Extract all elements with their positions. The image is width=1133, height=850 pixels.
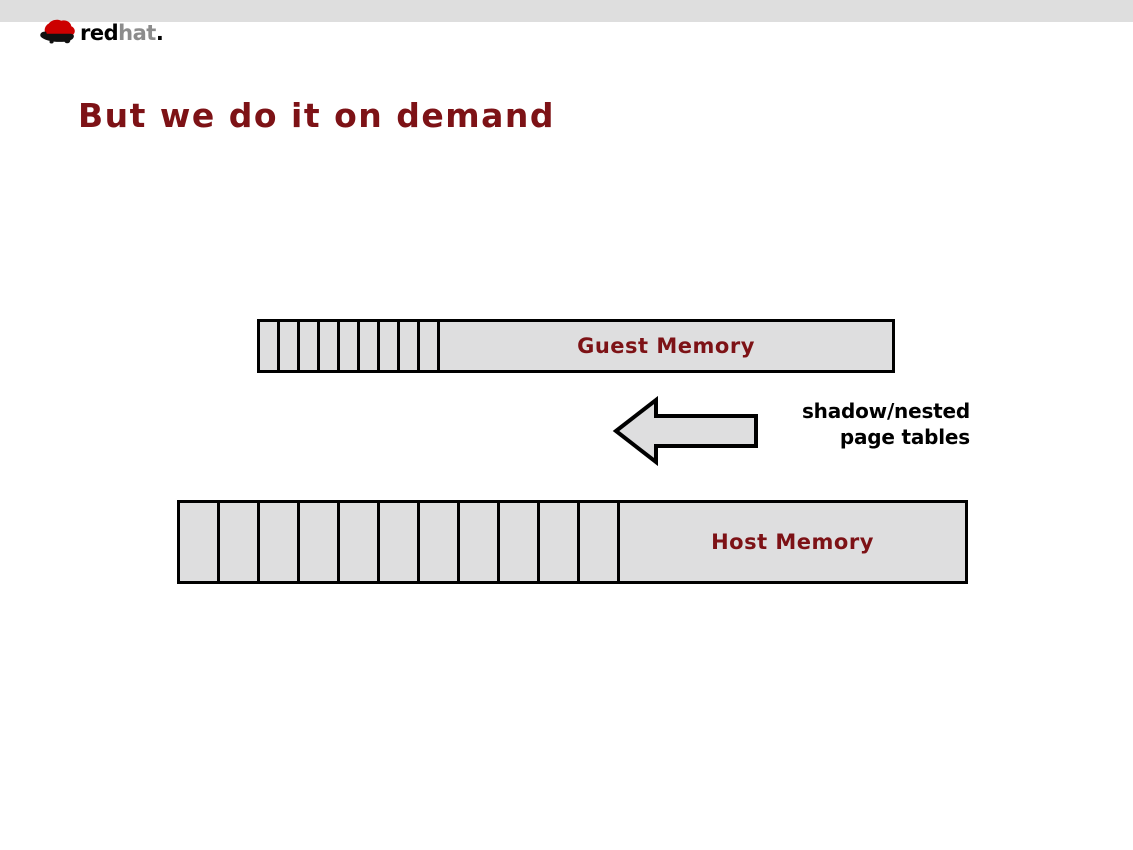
redhat-shadowman-icon <box>40 19 75 44</box>
memory-cell <box>320 322 340 370</box>
mapping-caption: shadow/nested page tables <box>700 399 970 450</box>
wordmark-hat: hat <box>118 20 156 45</box>
memory-cell <box>340 322 360 370</box>
memory-cell <box>540 503 580 581</box>
redhat-wordmark: redhat. <box>80 20 164 45</box>
redhat-logo: redhat. <box>36 14 164 48</box>
memory-cell <box>180 503 220 581</box>
memory-cell <box>260 322 280 370</box>
host-memory-cells <box>180 503 620 581</box>
memory-cell <box>360 322 380 370</box>
memory-cell <box>300 503 340 581</box>
guest-memory-cells <box>260 322 440 370</box>
wordmark-red: red <box>80 20 119 45</box>
memory-cell <box>300 322 320 370</box>
memory-cell <box>260 503 300 581</box>
mapping-caption-line-2: page tables <box>839 424 970 449</box>
memory-cell <box>280 322 300 370</box>
memory-cell <box>380 503 420 581</box>
host-memory-label: Host Memory <box>711 530 874 554</box>
memory-cell <box>400 322 420 370</box>
memory-cell <box>420 322 440 370</box>
memory-cell <box>220 503 260 581</box>
page-title: But we do it on demand <box>78 96 556 135</box>
wordmark-dot: . <box>155 20 164 45</box>
memory-cell <box>340 503 380 581</box>
memory-cell <box>580 503 620 581</box>
mapping-caption-line-1: shadow/nested <box>801 399 970 423</box>
header-band <box>0 0 1133 22</box>
memory-cell <box>460 503 500 581</box>
memory-cell <box>500 503 540 581</box>
left-arrow-icon <box>612 396 758 466</box>
memory-cell <box>380 322 400 370</box>
guest-memory-bar: Guest Memory <box>257 319 895 373</box>
host-memory-bar: Host Memory <box>177 500 968 584</box>
host-memory-region: Host Memory <box>620 503 965 581</box>
guest-memory-region: Guest Memory <box>440 322 892 370</box>
memory-cell <box>420 503 460 581</box>
guest-memory-label: Guest Memory <box>577 334 755 358</box>
